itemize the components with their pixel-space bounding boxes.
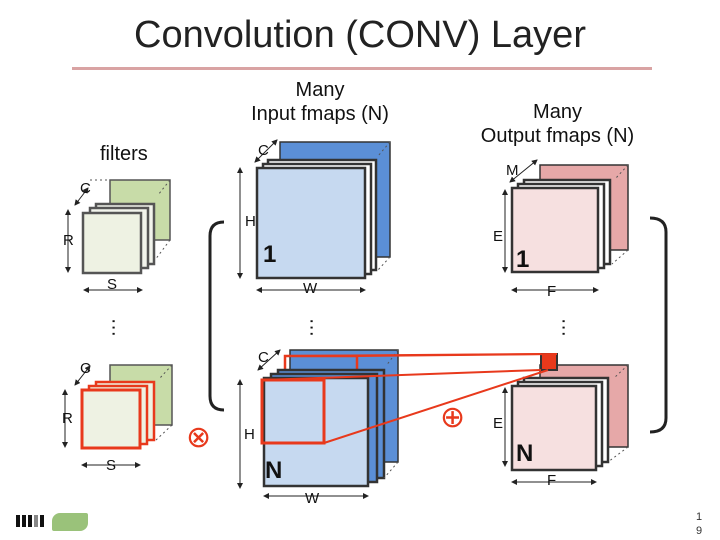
input-fmap-stack-bottom [237,349,399,499]
page-number: 1 9 [693,510,705,538]
page-number-line2: 9 [695,525,703,537]
dim-e-output-top: E [493,228,504,245]
batch-index-input-top: 1 [263,241,277,268]
multiply-icon: ⊗ [186,420,212,455]
output-header-line2: Output fmaps (N) [480,125,635,147]
output-fmap-stack-bottom [502,353,629,485]
input-header-line1: Many [295,79,345,101]
dim-s-filter-bottom: S [106,457,117,474]
mit-logo [16,515,44,527]
output-pixel-highlight [540,353,558,371]
input-header-line2: Input fmaps (N) [251,103,389,125]
filter-stack-top [65,179,171,293]
input-fmap-stack-top [237,139,391,293]
ellipsis-outputs: … [557,317,580,338]
dim-f-output-top: F [547,283,557,300]
right-bracket [649,216,668,434]
slide-title: Convolution (CONV) Layer [134,14,586,56]
dim-r-filter-bottom: R [62,410,73,427]
nvidia-logo [52,513,88,531]
dim-w-input-bottom: W [305,490,320,507]
dim-h-input-bottom: H [244,426,255,443]
input-fmaps-header: Many Input fmaps (N) [220,78,420,126]
left-bracket [208,220,225,412]
dim-c-filter-bottom: C [80,360,91,377]
dim-s-filter-top: S [107,276,118,293]
ellipsis-inputs: … [305,317,328,338]
add-icon: ⊕ [440,400,466,435]
output-fmap-stack-top [502,159,629,293]
dim-c-input-top: C [258,142,269,159]
dim-m-output-top: M [506,162,519,179]
dim-r-filter-top: R [63,232,74,249]
batch-index-input-bottom: N [265,457,283,484]
batch-index-output-top: 1 [516,246,530,273]
dim-w-input-top: W [303,280,318,297]
page-number-line1: 1 [695,511,703,523]
dim-f-output-bottom: F [547,472,557,489]
title-divider [72,67,652,70]
output-header-line1: Many [533,101,582,123]
projection-lines [261,353,558,444]
batch-index-output-bottom: N [516,440,534,467]
output-fmaps-header: Many Output fmaps (N) [450,100,665,148]
dim-h-input-top: H [245,213,256,230]
ellipsis-filters: … [107,317,130,338]
dim-c-input-bottom: C [258,349,269,366]
dim-e-output-bottom: E [493,415,504,432]
dim-c-filter-top: C [80,180,91,197]
filter-stack-bottom [62,364,173,468]
filters-label: filters [100,143,148,165]
